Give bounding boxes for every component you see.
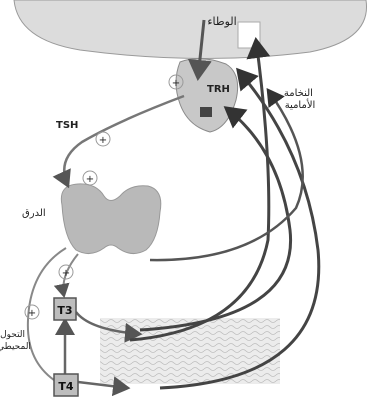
svg-text:+: + — [28, 308, 36, 319]
pituitary-shape — [176, 58, 238, 132]
thyroid-label: الدرق — [22, 208, 46, 219]
pituitary-dark-patch — [200, 107, 212, 117]
pituitary-label: النخامة الأمامية — [284, 88, 316, 111]
t4-label: T4 — [58, 380, 74, 393]
trh-label: TRH — [207, 84, 230, 95]
tsh-arrow — [64, 96, 184, 186]
svg-text:+: + — [86, 174, 94, 185]
plus-sign-tsh: + — [96, 132, 110, 146]
t3-box: T3 — [54, 298, 76, 320]
plus-sign-output: + — [59, 265, 73, 279]
thyroid-gland — [61, 184, 160, 254]
peripheral-conversion-label: التحول المحيطي — [0, 330, 31, 352]
t3-label: T3 — [57, 304, 72, 317]
t4-box: T4 — [54, 374, 78, 396]
tsh-label: TSH — [56, 120, 78, 131]
svg-text:+: + — [62, 268, 70, 279]
hypothalamus-shape — [14, 0, 367, 59]
plus-sign-thyroid: + — [83, 171, 97, 185]
hypothalamus-label: الوطاء — [207, 15, 236, 28]
plus-sign-peripheral: + — [25, 305, 39, 319]
svg-text:+: + — [99, 135, 107, 146]
svg-text:+: + — [172, 78, 180, 89]
